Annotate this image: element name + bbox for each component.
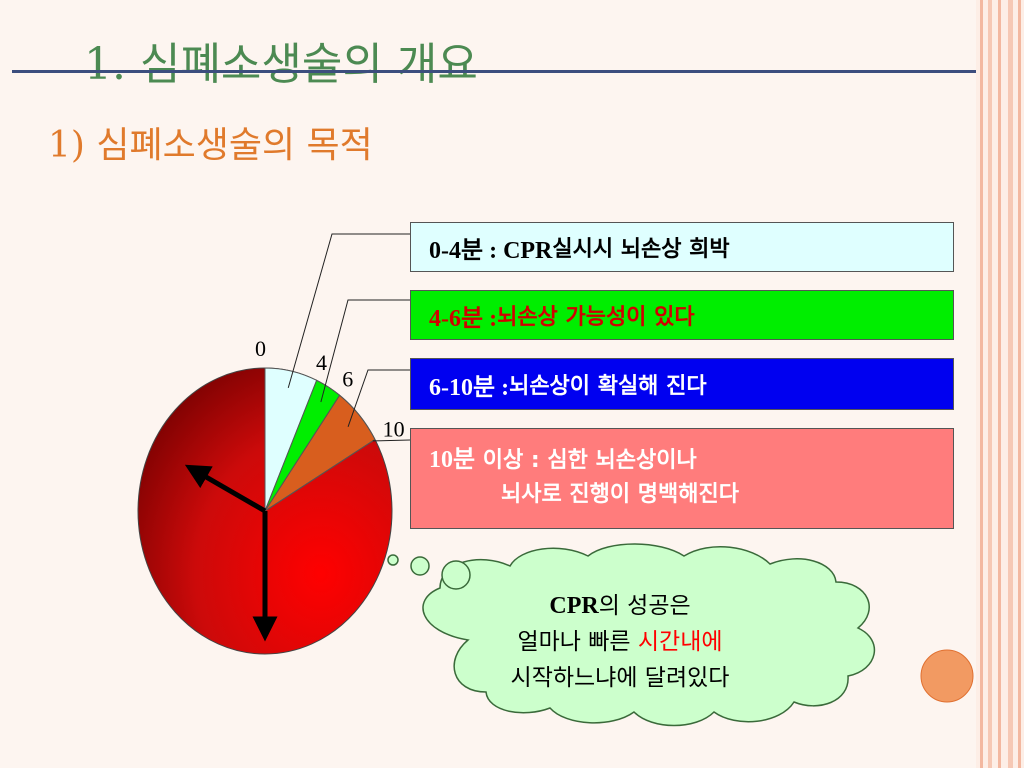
legend-box-4-6min: 4-6분 : 뇌손상 가능성이 있다 — [410, 290, 954, 340]
legend-text: 뇌손상이 확실해 진다 — [509, 374, 707, 399]
pie-slice-edge — [264, 439, 376, 512]
legend-range: 4-6분 : — [429, 305, 498, 332]
pie-slice-6-10 — [264, 394, 376, 512]
thought-bubble-small — [387, 554, 399, 566]
leader-line-6-10 — [347, 369, 410, 427]
legend-box-0-4min: 0-4분 : CPR 실시시 뇌손상 희박 — [410, 222, 954, 272]
slide-title: 1. 심폐소생술의 개요 — [84, 39, 478, 90]
slide-subtitle: 1) 심폐소생술의 목적 — [48, 125, 373, 166]
cloud-message: CPR의 성공은 얼마나 빠른 시간내에 시작하느냐에 달려있다 — [455, 588, 785, 696]
right-border-stripes — [976, 0, 1024, 768]
cloud-cpr: CPR — [549, 593, 599, 619]
cloud-line-3: 시작하느냐에 달려있다 — [510, 665, 730, 691]
cloud-line-2: 얼마나 빠른 시간내에 — [455, 624, 785, 660]
boundary-label-0: 0 — [255, 336, 266, 361]
cloud-line-2-text: 얼마나 빠른 — [517, 629, 638, 655]
thought-bubble-large — [441, 560, 471, 590]
hour-hand — [184, 464, 267, 514]
legend-range: 0-4분 : CPR — [429, 237, 553, 264]
leader-line-4-6 — [320, 299, 410, 403]
legend-text-line2: 뇌사로 진행이 명백해진다 — [501, 482, 739, 507]
cloud-shape — [422, 543, 876, 727]
leader-line-10-60 — [372, 439, 411, 442]
thought-cloud — [387, 543, 974, 727]
legend-box-6-10min: 6-10분 : 뇌손상이 확실해 진다 — [410, 358, 954, 410]
legend-box-10min-plus: 10분 이상 : 심한 뇌손상이나 뇌사로 진행이 명백해진다 — [410, 428, 954, 529]
legend-text: 뇌손상 가능성이 있다 — [497, 305, 695, 330]
leader-line-0-4 — [287, 233, 410, 389]
thought-bubble-medium — [410, 556, 430, 576]
boundary-label-4: 4 — [316, 350, 327, 375]
legend-range: 10분 — [429, 447, 476, 473]
title-underline — [12, 70, 976, 73]
boundary-label-10: 10 — [383, 417, 405, 442]
boundary-label-6: 6 — [342, 367, 353, 392]
legend-text: 실시시 뇌손상 희박 — [552, 237, 730, 262]
orange-circle — [920, 649, 974, 703]
cloud-line-1: CPR의 성공은 — [455, 588, 785, 624]
cloud-highlight: 시간내에 — [637, 629, 723, 655]
legend-range: 6-10분 : — [429, 374, 510, 401]
legend-text: 이상 : 심한 뇌손상이나 — [475, 448, 697, 473]
cloud-line-1-text: 의 성공은 — [598, 593, 691, 619]
